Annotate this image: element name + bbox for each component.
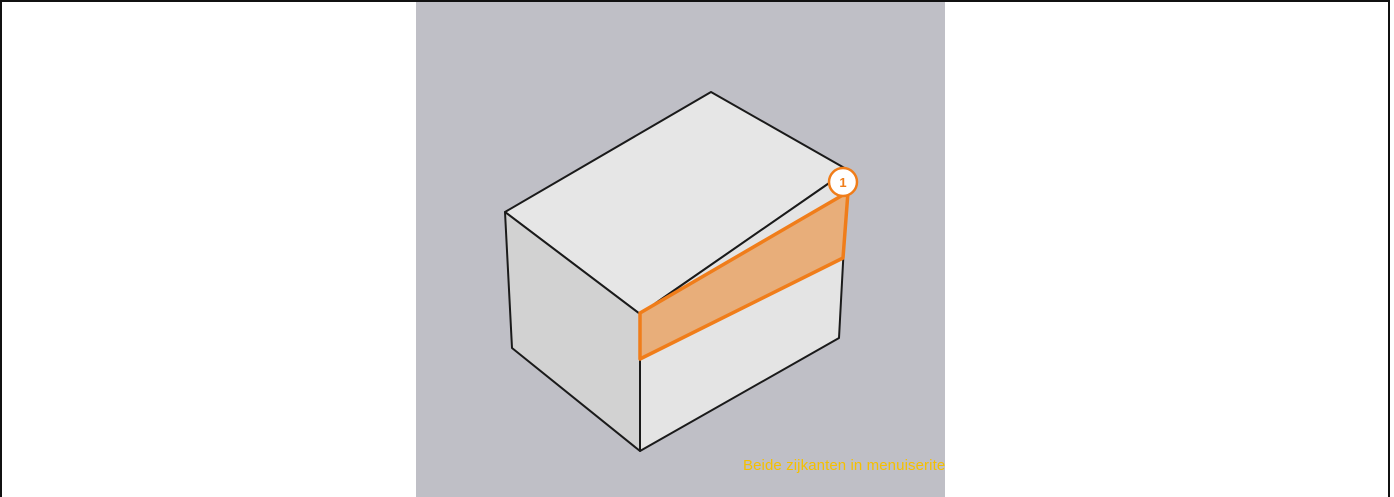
marker-1-icon: 1 <box>827 166 859 198</box>
caption-text: Beide zijkanten in menuiserite <box>743 457 946 474</box>
marker-number: 1 <box>839 175 846 190</box>
highlighted-side-panel <box>638 190 850 361</box>
